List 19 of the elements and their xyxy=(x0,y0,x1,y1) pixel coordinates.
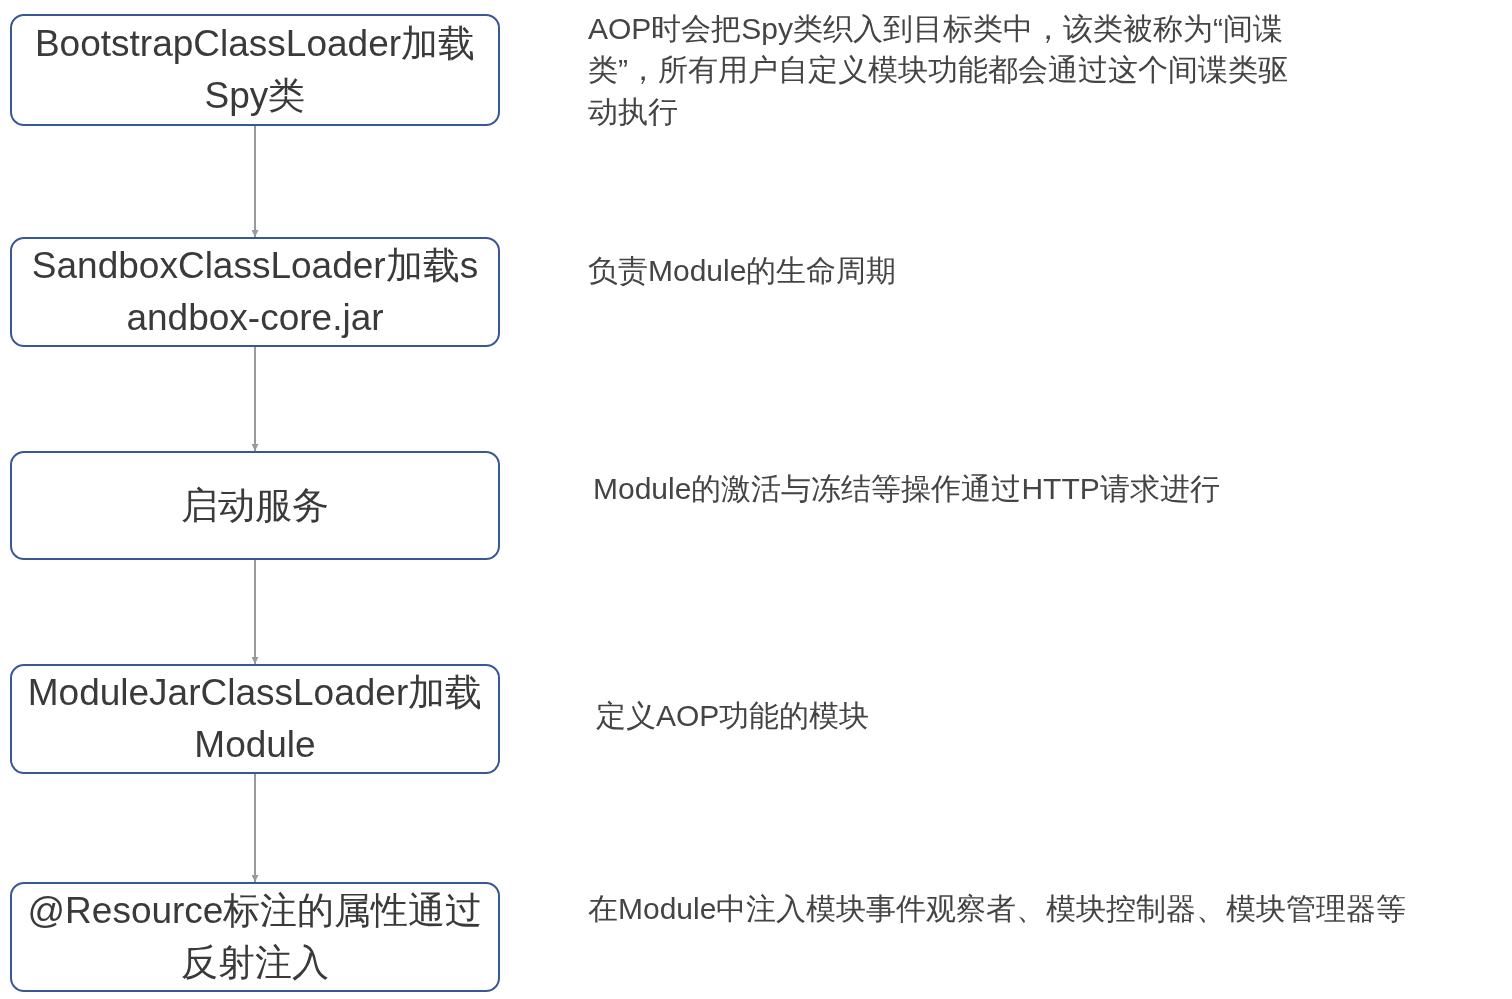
box-label: ModuleJarClassLoader加载Module xyxy=(26,671,484,767)
annotation-text: AOP时会把Spy类织入到目标类中，该类被称为“间谍类”，所有用户自定义模块功能都会通过这个间谍类驱动执行 xyxy=(588,11,1289,130)
process-box xyxy=(10,237,500,347)
annotation-text: Module的激活与冻结等操作通过HTTP请求进行 xyxy=(593,471,1221,507)
box-label: SandboxClassLoader加载sandbox-core.jar xyxy=(30,244,480,340)
arrow xyxy=(251,559,259,665)
annotation-text: 定义AOP功能的模块 xyxy=(596,698,871,734)
process-box xyxy=(10,882,500,992)
arrow xyxy=(251,125,259,238)
box-label: 启动服务 xyxy=(181,483,329,528)
process-box xyxy=(10,451,500,560)
process-box xyxy=(10,14,500,126)
process-box xyxy=(10,664,500,774)
box-label: @Resource标注的属性通过反射注入 xyxy=(26,889,484,985)
box-label: BootstrapClassLoader加载Spy类 xyxy=(33,22,477,118)
arrow xyxy=(251,773,259,883)
annotation-text: 在Module中注入模块事件观察者、模块控制器、模块管理器等 xyxy=(588,891,1408,927)
arrow xyxy=(251,346,259,452)
annotation-text: 负责Module的生命周期 xyxy=(588,253,898,289)
